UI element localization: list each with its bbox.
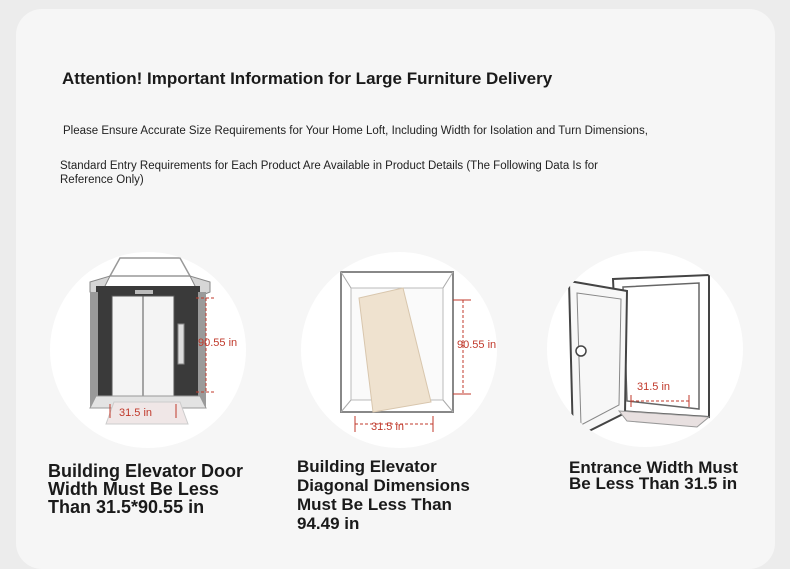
elevator-diagonal-caption: Building Elevator Diagonal Dimensions Mu… [297,457,470,533]
elevator-diagonal-height-label: 90.55 in [457,339,496,351]
notice-title: Attention! Important Information for Lar… [62,69,553,88]
elevator-diagonal-icon: 90.55 in 31.5 in [340,271,496,433]
notice-line-2: Standard Entry Requirements for Each Pro… [60,160,598,186]
elevator-diagonal-illustration: 90.55 in 31.5 in [301,252,497,448]
elevator-door-width-label: 31.5 in [119,407,152,419]
notice-line-1: Please Ensure Accurate Size Requirements… [63,125,648,137]
elevator-diagonal-width-label: 31.5 in [371,421,404,433]
elevator-door-caption: Building Elevator Door Width Must Be Les… [48,461,244,517]
elevator-door-icon: 90.55 in 31.5 in [89,257,237,425]
elevator-door-height-label: 90.55 in [198,337,237,349]
entrance-door-icon: 31.5 in [567,273,711,441]
entrance-width-label: 31.5 in [637,381,670,393]
entrance-caption: Entrance Width Must Be Less Than 31.5 in [569,458,738,493]
entrance-door-illustration: 31.5 in [547,251,743,447]
elevator-door-illustration: 90.55 in 31.5 in [50,252,246,448]
